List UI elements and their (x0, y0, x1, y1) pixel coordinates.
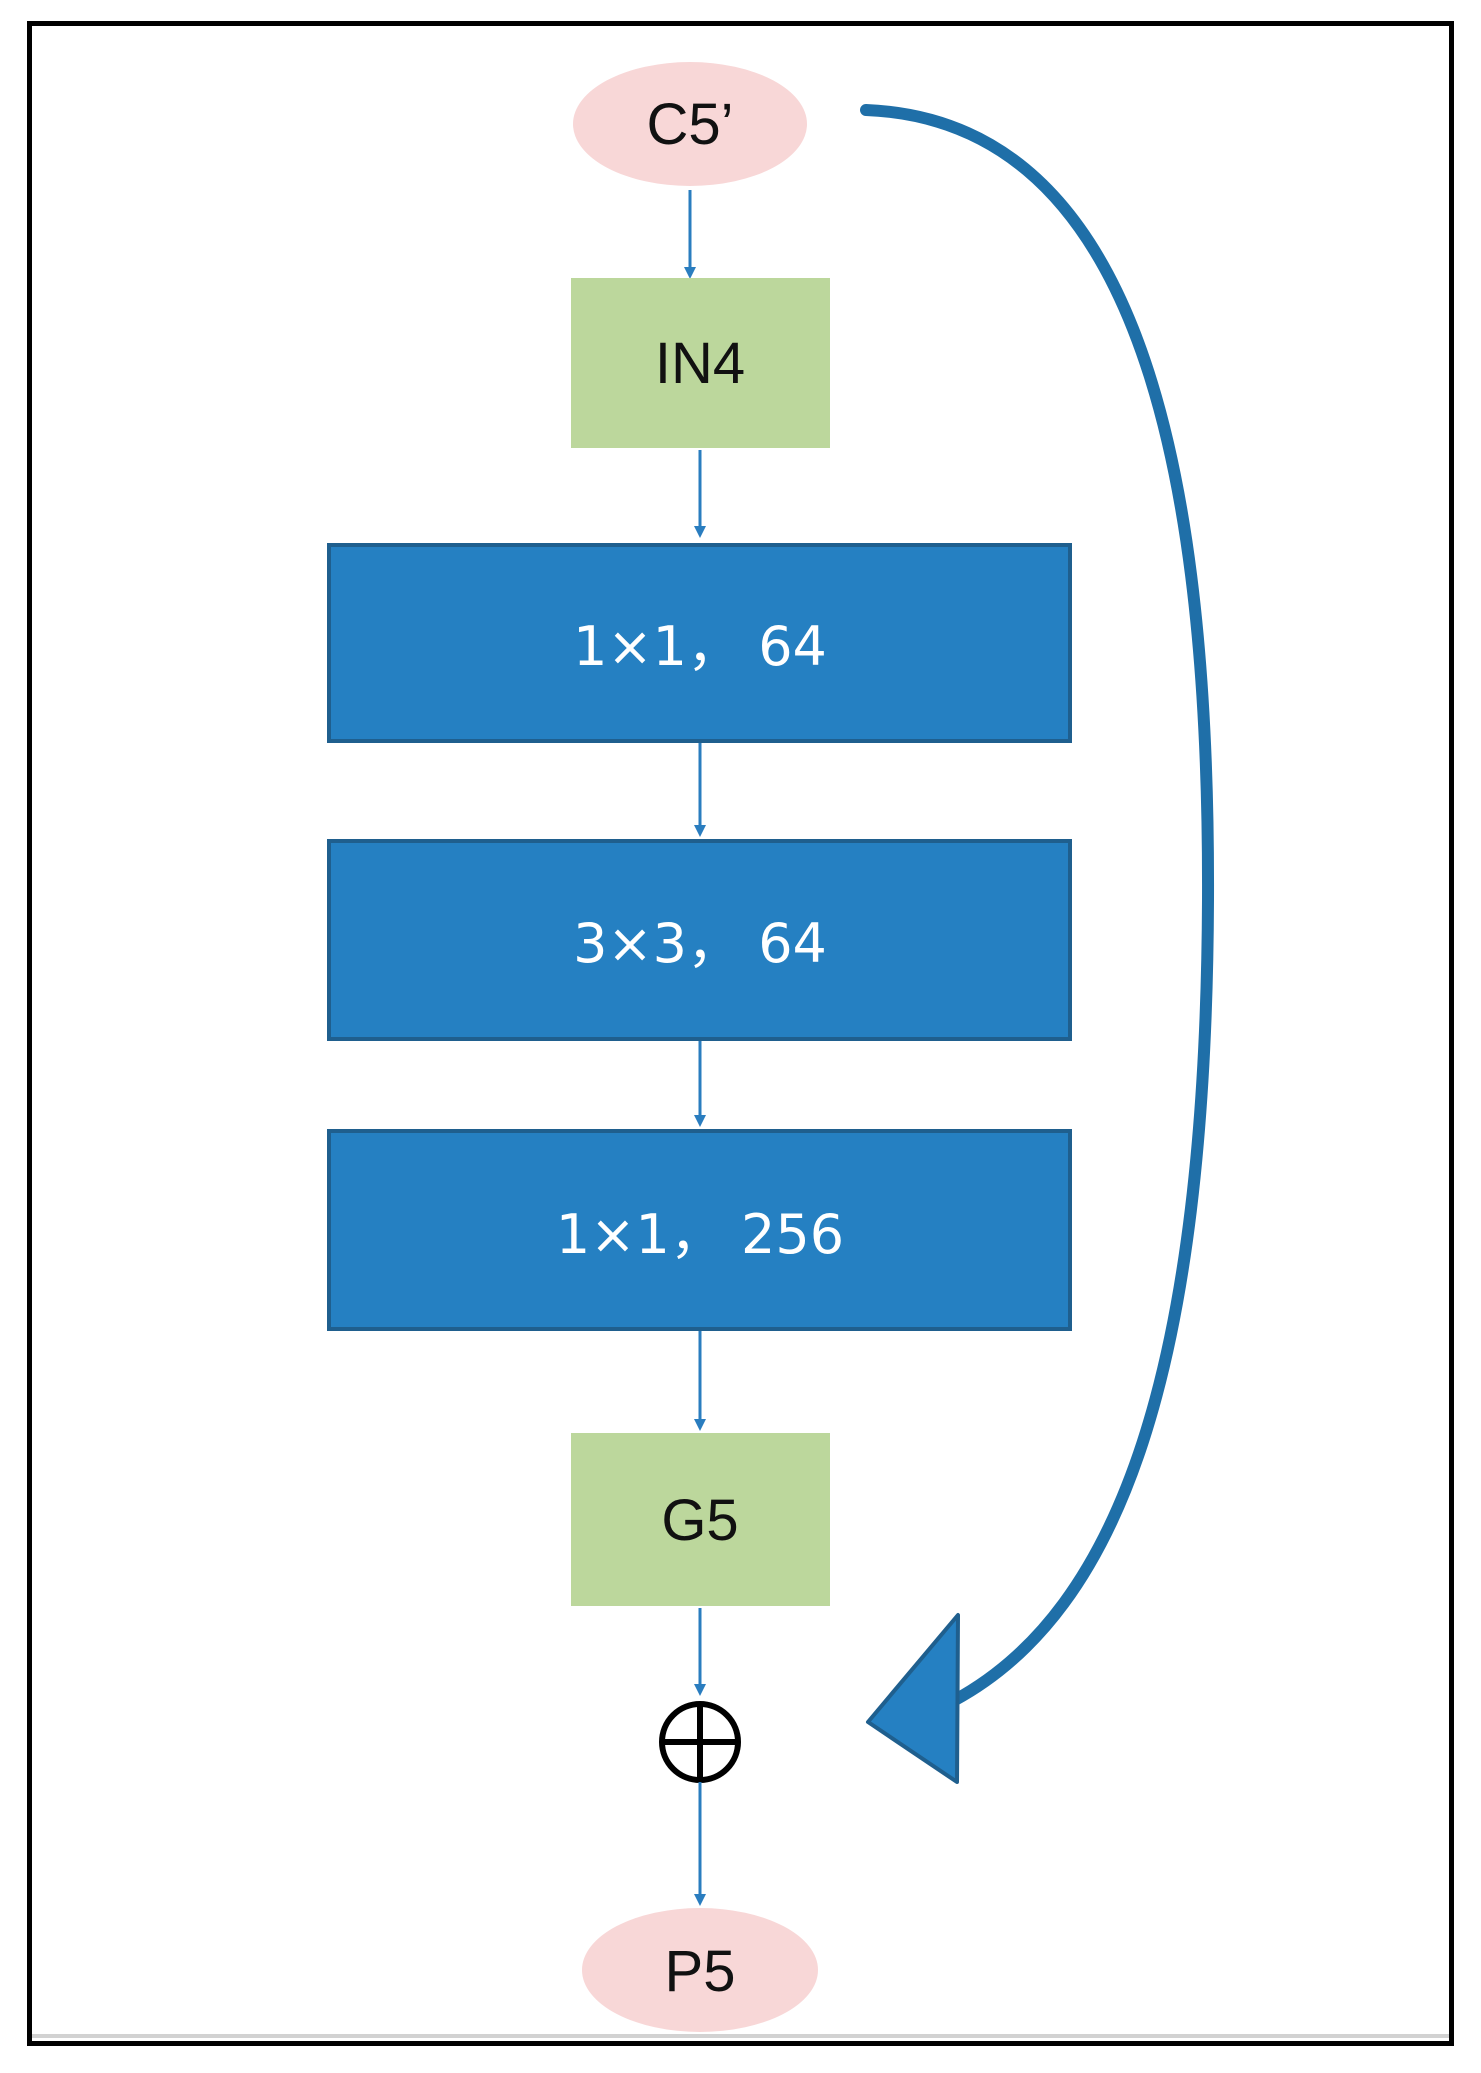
conv-block-1-label: 1×1， 64 (573, 615, 827, 678)
output-node: P5 (582, 1908, 818, 2032)
in4-label: IN4 (655, 331, 745, 396)
conv-block-2: 3×3， 64 (327, 839, 1072, 1041)
g5-label: G5 (661, 1488, 738, 1553)
input-node-label: C5’ (646, 92, 733, 157)
g5-block: G5 (571, 1433, 830, 1606)
conv-block-3-label: 1×1， 256 (556, 1203, 844, 1266)
conv-block-1: 1×1， 64 (327, 543, 1072, 743)
in4-block: IN4 (571, 278, 830, 448)
skip-arrowhead-icon (866, 1613, 960, 1784)
conv-block-3: 1×1， 256 (327, 1129, 1072, 1331)
output-node-label: P5 (665, 1939, 736, 2004)
skip-connection-arrow (860, 104, 1215, 1706)
input-node: C5’ (573, 62, 807, 186)
sum-icon (659, 1701, 741, 1783)
bottom-divider (32, 2034, 1449, 2038)
conv-block-2-label: 3×3， 64 (573, 912, 827, 975)
